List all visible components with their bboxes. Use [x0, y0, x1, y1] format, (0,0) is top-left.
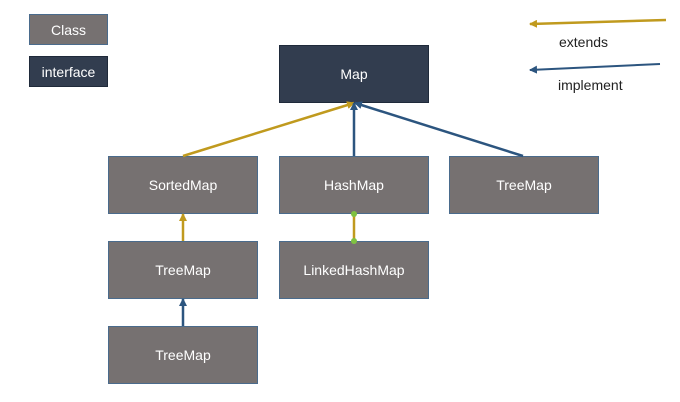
node-sorted-map-label: SortedMap	[148, 177, 218, 193]
node-hash-map-label: HashMap	[324, 177, 384, 193]
legend-class-swatch: Class	[29, 14, 108, 45]
node-tree-map-mid: TreeMap	[108, 241, 258, 299]
node-tree-map-bottom: TreeMap	[108, 326, 258, 384]
node-map: Map	[279, 45, 429, 103]
node-tree-map-bottom-label: TreeMap	[155, 347, 211, 363]
legend-implement-arrow	[529, 63, 661, 74]
legend-interface-label: interface	[41, 63, 96, 80]
node-map-label: Map	[340, 66, 368, 82]
legend-implement-label: implement	[558, 77, 623, 93]
node-hash-map: HashMap	[279, 156, 429, 214]
legend-extends-label: extends	[559, 34, 609, 50]
node-tree-map-right: TreeMap	[449, 156, 599, 214]
node-tree-map-right-label: TreeMap	[496, 177, 552, 193]
node-linked-hash-map-label: LinkedHashMap	[303, 262, 405, 278]
legend-class-label: Class	[50, 21, 86, 38]
node-linked-hash-map: LinkedHashMap	[279, 241, 429, 299]
edge-treemap-map	[354, 101, 524, 158]
node-sorted-map: SortedMap	[108, 156, 258, 214]
connector-dot-top	[351, 211, 357, 217]
edge-sortedmap-map	[182, 101, 355, 158]
legend-interface-swatch: interface	[29, 56, 108, 87]
legend-extends-arrow	[529, 18, 667, 28]
connector-dot-bottom	[351, 238, 357, 244]
node-tree-map-mid-label: TreeMap	[155, 262, 211, 278]
